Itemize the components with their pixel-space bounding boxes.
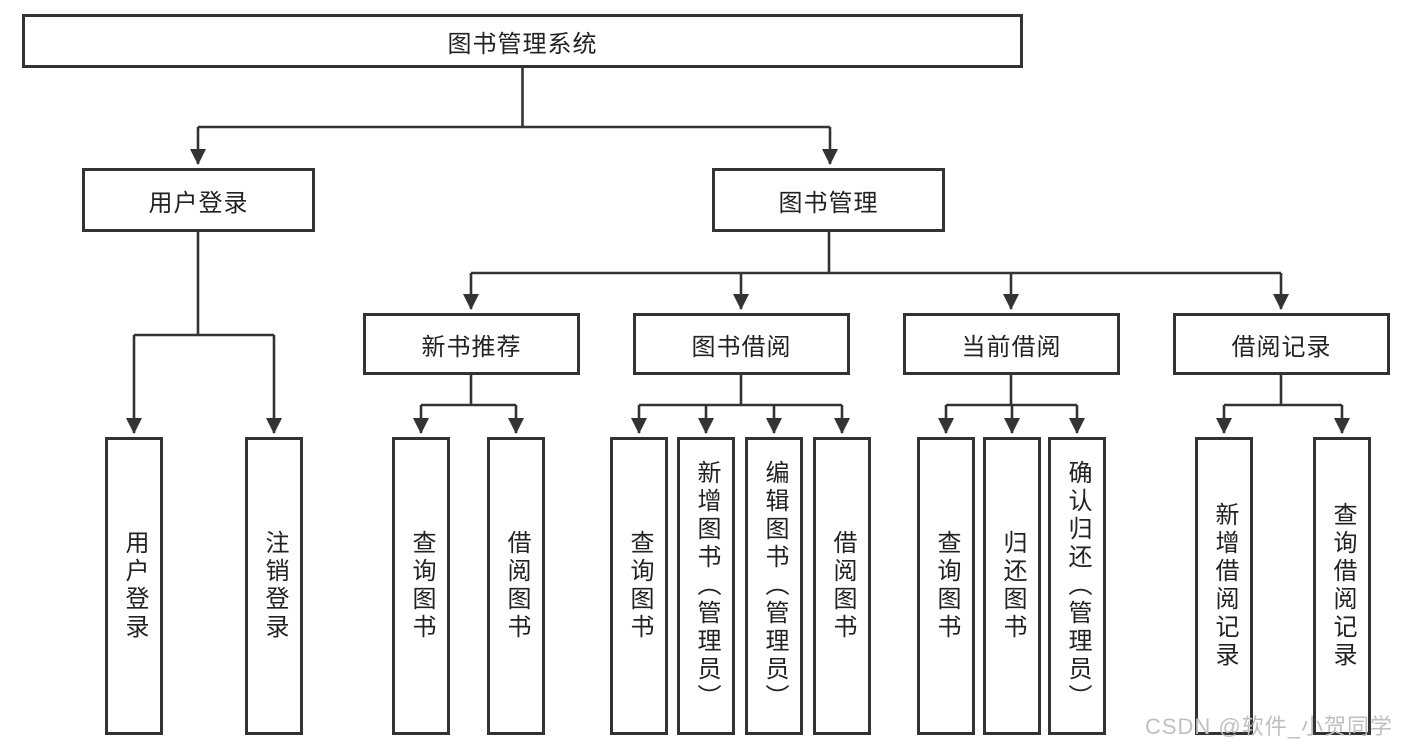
leaf-query-borrow-record: 查询借阅记录: [1313, 437, 1371, 735]
node-label: 新书推荐: [421, 333, 522, 361]
leaf-recommend-query-books: 查询图书: [392, 437, 450, 735]
leaf-edit-books-admin: 编辑图书（管理员）: [745, 437, 803, 735]
node-label: 用户登录: [148, 189, 249, 217]
node-current-borrowing: 当前借阅: [903, 313, 1120, 375]
node-book-management-branch: 图书管理: [712, 168, 945, 232]
node-label: 当前借阅: [961, 333, 1062, 361]
leaf-logout: 注销登录: [245, 437, 303, 735]
node-label: 注销登录: [261, 530, 288, 642]
node-label: 借阅图书: [829, 530, 856, 642]
leaf-recommend-borrow-books: 借阅图书: [487, 437, 545, 735]
node-label: 查询图书: [408, 530, 435, 642]
node-library-management-system: 图书管理系统: [22, 14, 1023, 68]
node-label: 查询图书: [626, 530, 653, 642]
node-label: 确认归还（管理员）: [1064, 460, 1091, 712]
node-label: 图书管理: [778, 189, 879, 217]
node-label: 借阅记录: [1231, 333, 1332, 361]
leaf-user-login: 用户登录: [105, 437, 163, 735]
leaf-return-books: 归还图书: [983, 437, 1041, 735]
node-label: 图书管理系统: [447, 30, 598, 58]
node-label: 查询借阅记录: [1329, 502, 1356, 670]
leaf-add-books-admin: 新增图书（管理员）: [677, 437, 735, 735]
node-user-login-branch: 用户登录: [82, 168, 315, 232]
node-label: 编辑图书（管理员）: [761, 460, 788, 712]
arrow-lines: [126, 127, 1350, 434]
leaf-confirm-return-admin: 确认归还（管理员）: [1048, 437, 1106, 735]
node-borrowing-records: 借阅记录: [1173, 313, 1390, 375]
node-label: 用户登录: [121, 530, 148, 642]
leaf-current-query-books: 查询图书: [917, 437, 975, 735]
node-book-borrowing: 图书借阅: [633, 313, 850, 375]
node-label: 归还图书: [999, 530, 1026, 642]
csdn-watermark: CSDN @软件_小贺同学: [1144, 714, 1393, 739]
node-label: 查询图书: [933, 530, 960, 642]
leaf-add-borrow-record: 新增借阅记录: [1195, 437, 1253, 735]
node-new-book-recommendation: 新书推荐: [363, 313, 580, 375]
node-label: 借阅图书: [503, 530, 530, 642]
leaf-borrowing-query-books: 查询图书: [610, 437, 668, 735]
node-label: 新增图书（管理员）: [693, 460, 720, 712]
leaf-borrowing-borrow-books: 借阅图书: [813, 437, 871, 735]
tree-connector-bars: [134, 68, 1342, 407]
node-label: 图书借阅: [691, 333, 792, 361]
node-label: 新增借阅记录: [1211, 502, 1238, 670]
